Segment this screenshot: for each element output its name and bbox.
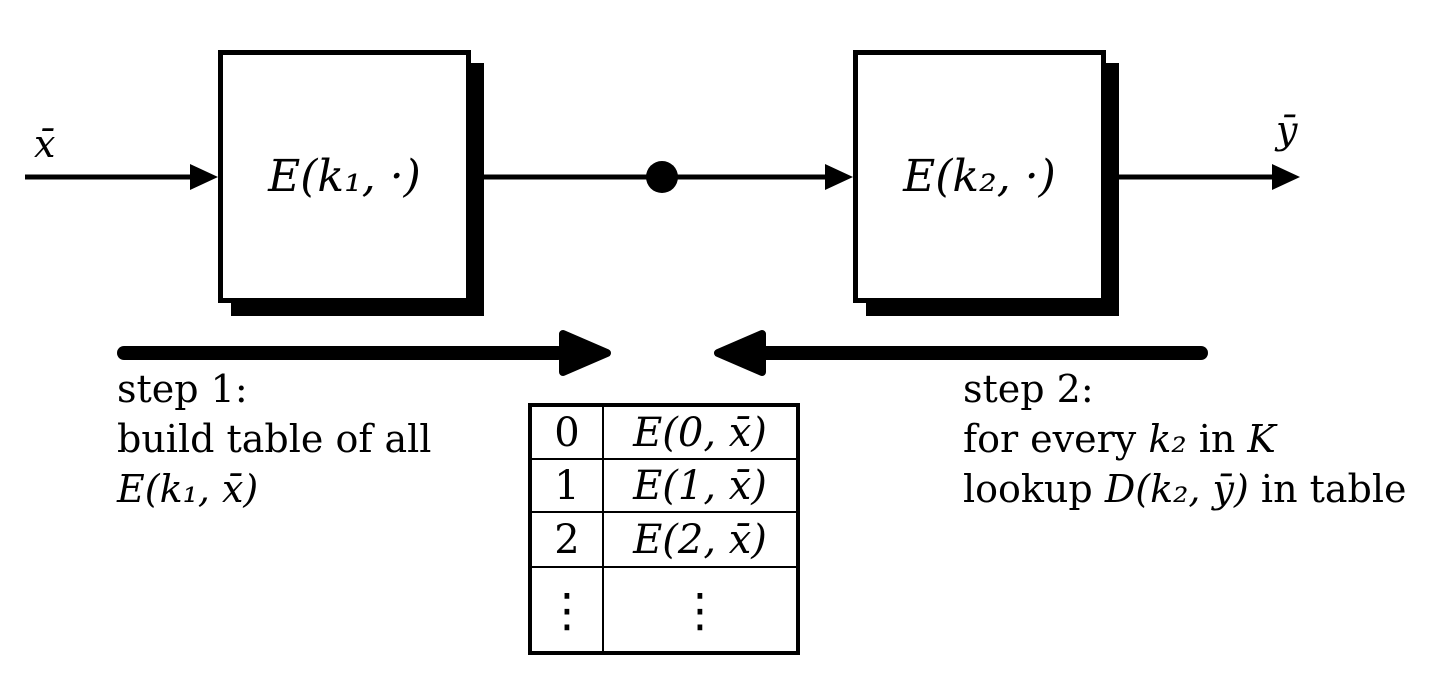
- table-key-1: 1: [532, 460, 604, 513]
- key2-symbol: k₂: [1148, 417, 1187, 461]
- encryption-box-1: E(k₁, ·): [218, 50, 471, 303]
- table-value-2: E(2, x̄): [604, 513, 796, 568]
- input-label: x̄: [34, 122, 56, 166]
- table-value-ellipsis: ⋮: [677, 582, 723, 637]
- step1-arrowhead-icon: [559, 330, 611, 376]
- step2-line2-mid: in: [1186, 417, 1248, 461]
- table-value-0: E(0, x̄): [604, 407, 796, 460]
- step2-description-line2: lookup D(k₂, ȳ) in table: [963, 464, 1407, 514]
- keyspace-symbol: K: [1247, 417, 1276, 461]
- input-arrowhead-icon: [190, 164, 218, 190]
- output-label: ȳ: [1276, 108, 1298, 152]
- box1-label: E(k₁, ·): [268, 151, 421, 202]
- output-arrowhead-icon: [1272, 164, 1300, 190]
- encryption-box-2: E(k₂, ·): [853, 50, 1106, 303]
- step1-title: step 1:: [117, 367, 248, 411]
- box2-label: E(k₂, ·): [903, 151, 1056, 202]
- step2-caption: step 2: for every k₂ in K lookup D(k₂, ȳ…: [963, 364, 1407, 514]
- decrypt-formula: D(k₂, ȳ): [1104, 467, 1249, 511]
- middle-arrowhead-icon: [825, 164, 853, 190]
- step1-formula: E(k₁, x̄): [117, 467, 259, 511]
- table-key-0: 0: [532, 407, 604, 460]
- lookup-table: 0 E(0, x̄) 1 E(1, x̄) 2 E(2, x̄) ⋮ ⋮: [528, 403, 800, 655]
- junction-dot-icon: [646, 161, 678, 193]
- step2-description-line1: for every k₂ in K: [963, 414, 1407, 464]
- table-key-ellipsis: ⋮: [532, 568, 604, 651]
- step2-line2-pre: for every: [963, 417, 1149, 461]
- step2-line3-pre: lookup: [963, 467, 1105, 511]
- table-value-1: E(1, x̄): [604, 460, 796, 513]
- table-key-2: 2: [532, 513, 604, 568]
- step2-arrowhead-icon: [714, 330, 766, 376]
- step1-description: build table of all: [117, 417, 432, 461]
- step1-caption: step 1: build table of all E(k₁, x̄): [117, 364, 431, 514]
- step2-line3-post: in table: [1248, 467, 1407, 511]
- step2-title: step 2:: [963, 367, 1094, 411]
